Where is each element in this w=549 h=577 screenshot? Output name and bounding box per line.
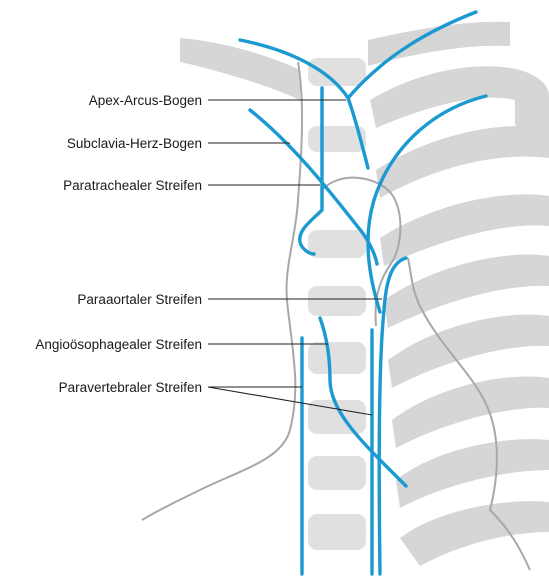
label-subclavia-herz: Subclavia-Herz-Bogen [67, 136, 202, 151]
label-angiooesophageal: Angioösophagealer Streifen [35, 337, 202, 352]
label-paraaortal: Paraaortaler Streifen [77, 292, 202, 307]
label-paravertebral: Paravertebraler Streifen [59, 380, 202, 395]
vertebra [308, 230, 366, 258]
label-apex-arcus: Apex-Arcus-Bogen [89, 93, 202, 108]
rib-left-upper [180, 38, 300, 100]
vertebra [308, 342, 366, 374]
vertebra [308, 514, 366, 550]
rib-right-9 [400, 501, 549, 566]
rib-right-7 [392, 377, 549, 448]
left-mediastinal-outline [142, 62, 302, 520]
rib-right-3 [376, 126, 549, 198]
vertebra [308, 456, 366, 490]
label-paratracheal: Paratrachealer Streifen [63, 178, 202, 193]
rib-right-8 [396, 439, 549, 508]
vertebra [308, 58, 366, 86]
vertebra [308, 286, 366, 316]
labels: Apex-Arcus-Bogen Subclavia-Herz-Bogen Pa… [35, 93, 202, 395]
